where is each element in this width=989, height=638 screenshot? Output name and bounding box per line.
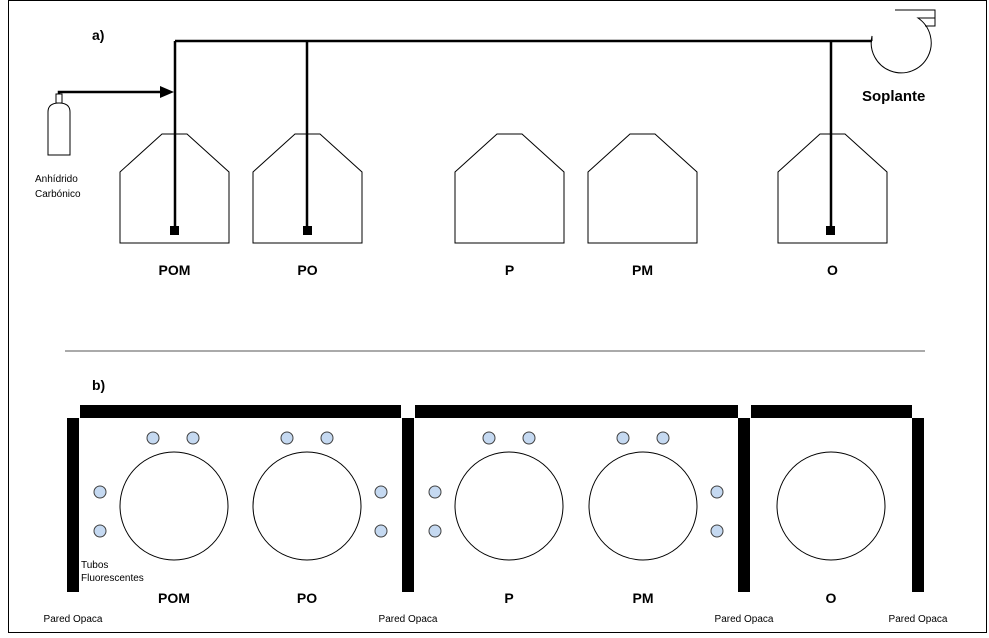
container-a-label: P: [505, 262, 514, 278]
fluorescent-tube-icon: [186, 431, 200, 445]
co2-feed-pipe: [57, 90, 162, 94]
diffuser-o: [826, 226, 835, 235]
tank-label: PM: [633, 590, 654, 606]
panel-b: b) POM PO P PM O Tubos Fluorescentes Pared O…: [44, 377, 948, 625]
tank-o: [776, 451, 886, 561]
opaque-wall-4: [912, 418, 924, 592]
panel-a-label: a): [92, 27, 104, 43]
fluorescent-tube-icon: [710, 485, 724, 499]
panel-b-label: b): [92, 377, 105, 393]
fluorescent-tube-icon: [320, 431, 334, 445]
container-a-label: O: [827, 262, 838, 278]
tank-po: [252, 451, 362, 561]
fluorescent-tube-icon: [616, 431, 630, 445]
opaque-wall-3: [738, 418, 750, 592]
wall-label: Pared Opaca: [44, 614, 103, 625]
fluorescent-tube-icon: [482, 431, 496, 445]
fluorescent-tube-icon: [280, 431, 294, 445]
co2-cylinder: [47, 93, 71, 156]
fluorescent-tube-icon: [710, 524, 724, 538]
tank-pom: [119, 451, 229, 561]
diffuser-po: [303, 226, 312, 235]
blower-label: Soplante: [862, 88, 925, 105]
wall-label: Pared Opaca: [715, 614, 774, 625]
tank-p: [454, 451, 564, 561]
fluorescent-tube-icon: [93, 524, 107, 538]
fluorescent-tube-icon: [374, 524, 388, 538]
fluorescent-tube-icon: [374, 485, 388, 499]
opaque-wall-1: [67, 418, 79, 592]
container-a-pm: [587, 133, 698, 244]
tank-label: P: [504, 590, 513, 606]
fluorescent-tube-icon: [93, 485, 107, 499]
co2-arrow-icon: [160, 86, 174, 98]
container-a-label: POM: [159, 262, 191, 278]
diffuser-pom: [170, 226, 179, 235]
blower-icon: [870, 9, 936, 74]
container-a-label: PM: [632, 262, 653, 278]
container-a-label: PO: [297, 262, 317, 278]
top-wall-1: [80, 405, 401, 418]
wall-label: Pared Opaca: [889, 614, 948, 625]
opaque-wall-2: [402, 418, 414, 592]
tank-label: O: [826, 590, 837, 606]
top-wall-3: [751, 405, 912, 418]
co2-label: Anhídrido Carbónico: [35, 174, 81, 200]
tubes-label: Tubos Fluorescentes: [81, 560, 144, 584]
fluorescent-tube-icon: [656, 431, 670, 445]
fluorescent-tube-icon: [428, 524, 442, 538]
fluorescent-tube-icon: [146, 431, 160, 445]
tank-pm: [588, 451, 698, 561]
fluorescent-tube-icon: [428, 485, 442, 499]
panel-a: a) Anhídrido Carbónico Soplante: [35, 9, 936, 352]
tank-label: PO: [297, 590, 317, 606]
wall-label: Pared Opaca: [379, 614, 438, 625]
top-wall-2: [415, 405, 738, 418]
container-a-p: [454, 133, 565, 244]
fluorescent-tube-icon: [522, 431, 536, 445]
tank-label: POM: [158, 590, 190, 606]
